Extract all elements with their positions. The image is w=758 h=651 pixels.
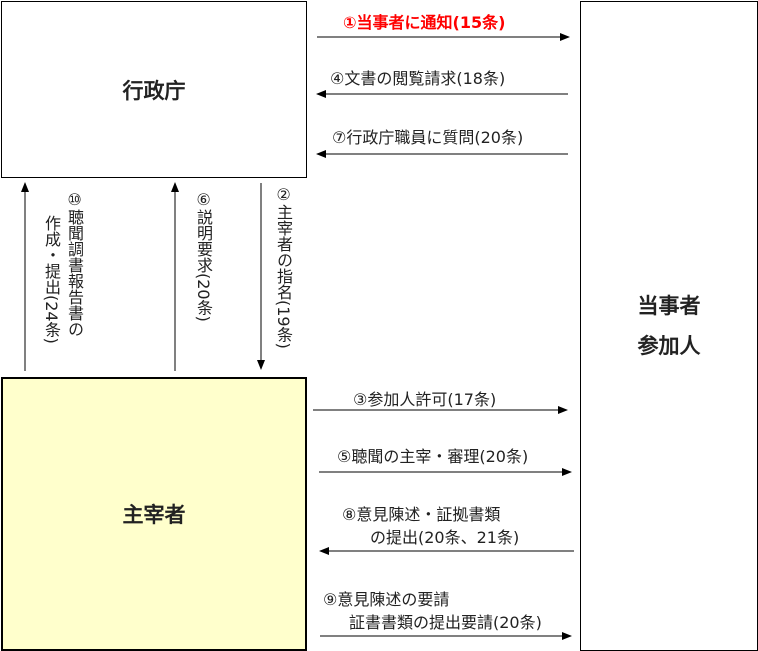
label-7: ⑦行政庁職員に質問(20条): [332, 128, 524, 147]
label-1: ①当事者に通知(15条): [343, 13, 506, 32]
label-9-line2: 証書書類の提出要請(20条): [349, 613, 542, 632]
label-5: ⑤聴聞の主宰・審理(20条): [337, 447, 529, 466]
agency-box: 行政庁: [1, 1, 307, 178]
label-10-line2: 作成・提出(24条): [42, 215, 61, 344]
participants-label: 参加人: [637, 334, 701, 358]
label-9-line1: ⑨意見陳述の要請: [323, 590, 450, 609]
presider-label: 主宰者: [122, 503, 186, 527]
label-4: ④文書の閲覧請求(18条): [330, 69, 506, 88]
parties-label: 当事者: [637, 294, 701, 318]
label-3: ③参加人許可(17条): [353, 390, 497, 409]
label-10-line1: ⑩聴聞調書報告書の: [65, 190, 84, 337]
label-8-line2: の提出(20条、21条): [370, 528, 520, 547]
label-2: ②主宰者の指名(19条): [274, 185, 293, 349]
agency-label: 行政庁: [122, 78, 186, 103]
label-8-line1: ⑧意見陳述・証拠書類: [342, 505, 501, 524]
label-6: ⑥説明要求(20条): [194, 190, 213, 322]
presider-box: 主宰者: [1, 377, 307, 651]
